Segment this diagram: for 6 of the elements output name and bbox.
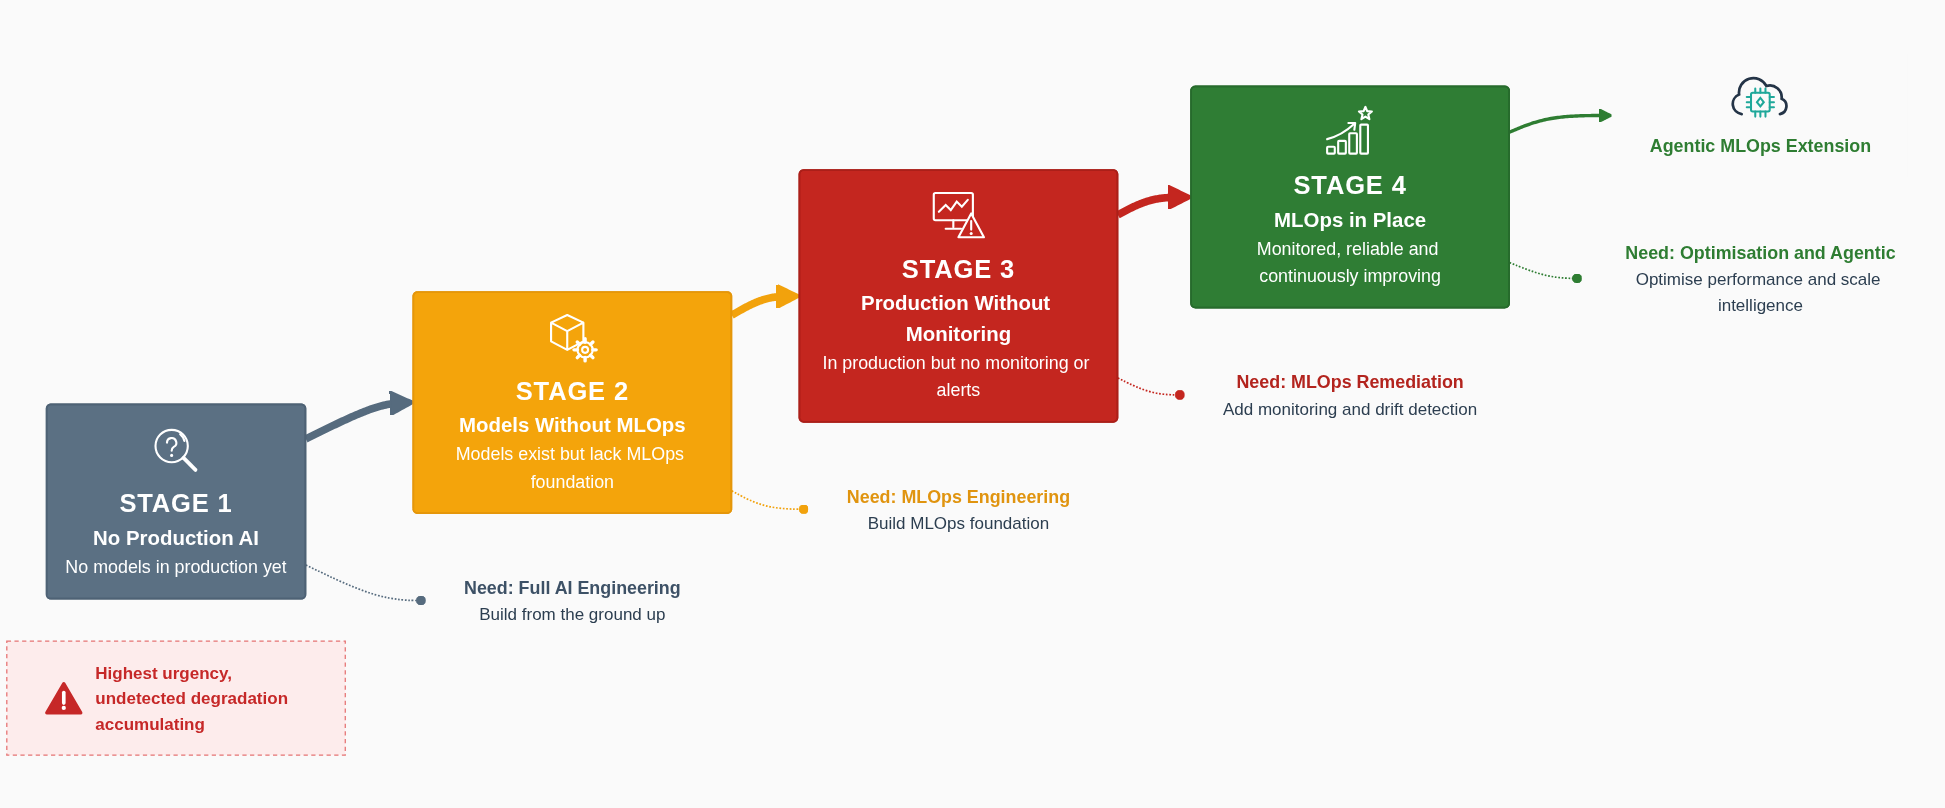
node-text: Need: Full AI Engineering Build from the ground up bbox=[464, 577, 681, 624]
node-box: Highest urgency, undetected degradation accumulating bbox=[6, 640, 346, 756]
node-text: Need: MLOps Engineering Build MLOps foundation bbox=[846, 486, 1071, 532]
node-text: Agentic MLOps Extension bbox=[1649, 136, 1872, 156]
node-text: Need: MLOps Remediation Add monitoring and drift detection bbox=[1222, 372, 1478, 418]
node-text: Need: Optimisation and Agentic Optimise performance and scale intelligence bbox=[1625, 242, 1896, 314]
